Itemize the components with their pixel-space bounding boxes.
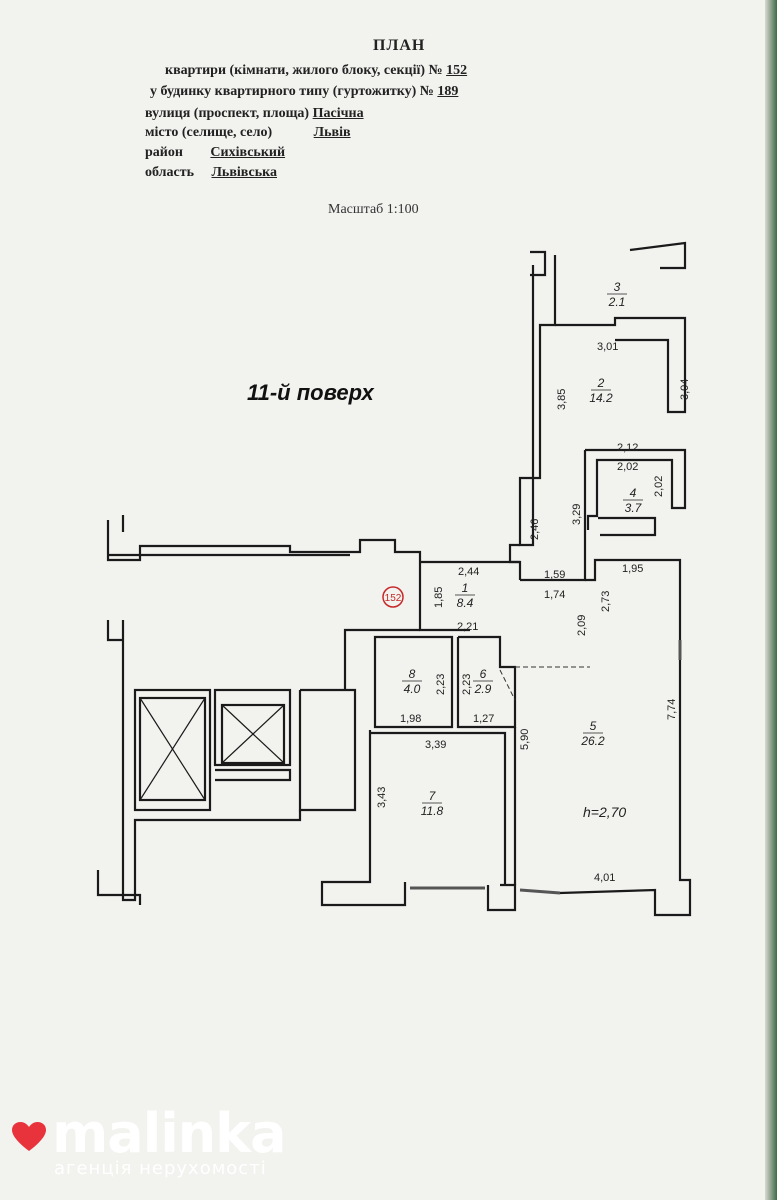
street-value: Пасічна: [312, 106, 364, 121]
dimension-label: 1,98: [400, 713, 421, 725]
apartment-line: квартири (кімнати, жилого блоку, секції)…: [165, 63, 467, 79]
logo-subtitle: агенція нерухомості: [54, 1158, 267, 1179]
dimension-label: 2,12: [617, 442, 638, 454]
room-area: 8.4: [457, 596, 474, 610]
building-line: у будинку квартирного типу (гуртожитку) …: [150, 84, 458, 100]
logo-wordmark: malinka: [52, 1102, 287, 1165]
room-area: 14.2: [589, 391, 613, 405]
dimension-label: 3,01: [597, 341, 618, 353]
district-value: Сихівський: [210, 145, 286, 160]
room-number: 8: [409, 667, 416, 681]
street-line: вулиця (проспект, площа) Пасічна: [145, 106, 364, 122]
room-area: 4.0: [404, 682, 421, 696]
room-area: 2.9: [474, 682, 492, 696]
room-number: 1: [462, 581, 469, 595]
apartment-number: 152: [446, 63, 468, 78]
dimension-label: 1,74: [544, 589, 565, 601]
room-number: 6: [480, 667, 487, 681]
region-line: область Львівська: [145, 165, 277, 181]
dimension-label: 2,02: [653, 476, 665, 497]
district-line: район Сихівський: [145, 145, 285, 161]
dimension-labels: 3,01 3,04 3,85 2,12 2,02 2,02 3,29 2,46 2,44 1,59…: [376, 341, 691, 884]
room-area: 3.7: [625, 501, 643, 515]
room-area: 26.2: [580, 734, 605, 748]
heart-icon: [12, 1122, 46, 1151]
dimension-label: 1,85: [433, 587, 445, 608]
dimension-label: 4,01: [594, 872, 615, 884]
windows: [410, 640, 682, 895]
room-number: 3: [614, 280, 621, 294]
plan-title: ПЛАН: [373, 37, 426, 54]
dimension-label: 3,39: [425, 739, 446, 751]
dimension-label: 2,23: [435, 674, 447, 695]
floor-label: 11-й поверх: [247, 380, 374, 405]
dimension-label: 2,73: [600, 591, 612, 612]
walls: [96, 241, 692, 917]
dimension-label: 7,74: [666, 699, 678, 720]
apartment-label: квартири (кімнати, жилого блоку, секції)…: [165, 63, 443, 78]
scale-label: Масштаб 1:100: [328, 202, 419, 217]
dimension-label: 3,43: [376, 787, 388, 808]
dimension-label: 2,09: [576, 615, 588, 636]
dimension-label: 1,59: [544, 569, 565, 581]
dimension-label: 1,95: [622, 563, 643, 575]
region-value: Львівська: [211, 165, 278, 180]
city-value: Львів: [313, 125, 351, 140]
room-number: 4: [630, 486, 637, 500]
dimension-label: 2,23: [461, 674, 473, 695]
dimension-label: 1,27: [473, 713, 494, 725]
room-area: 2.1: [608, 295, 626, 309]
room-number: 7: [429, 789, 437, 803]
elevator-crosses: [139, 697, 285, 801]
dimension-label: 5,90: [519, 729, 531, 750]
dimension-label: 2,46: [529, 519, 541, 540]
district-label: район: [145, 145, 183, 160]
apartment-marker-circle: [382, 586, 404, 608]
city-line: місто (селище, село) Львів: [145, 125, 351, 141]
room-number: 2: [597, 376, 605, 390]
building-number: 189: [437, 84, 459, 99]
room-labels: 18.4 214.2 32.1 43.7 526.2 62.9 711.8 84.0: [402, 280, 643, 818]
open-passages: [499, 666, 590, 701]
apartment-marker: 152: [385, 593, 402, 604]
page-edge: [765, 0, 777, 1200]
street-label: вулиця (проспект, площа): [145, 106, 310, 121]
dimension-label: 2,02: [617, 461, 638, 473]
building-label: у будинку квартирного типу (гуртожитку) …: [150, 84, 434, 99]
dimension-label: 3,29: [571, 504, 583, 525]
region-label: область: [145, 165, 194, 180]
floor-plan: 152 18.4214.232.143.7526.262.9711.884.0 …: [96, 241, 692, 917]
dimension-label: 2,44: [458, 566, 479, 578]
dimension-label: 3,04: [679, 379, 691, 400]
city-label: місто (селище, село): [145, 125, 273, 140]
ceiling-height: h=2,70: [583, 804, 626, 820]
room-number: 5: [590, 719, 597, 733]
room-area: 11.8: [421, 804, 444, 818]
dimension-label: 3,85: [556, 389, 568, 410]
dimension-label: 2,21: [457, 621, 478, 633]
